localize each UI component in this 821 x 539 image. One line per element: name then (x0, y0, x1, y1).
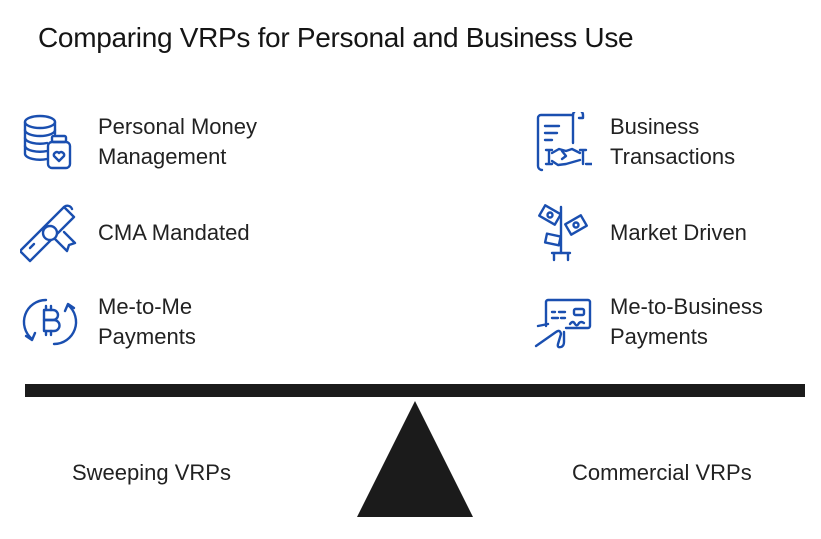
item-me-to-me-payments: Me-to-Me Payments (20, 292, 196, 352)
item-label: Me-to-Business Payments (610, 294, 763, 349)
commercial-vrps-label: Commercial VRPs (572, 460, 752, 485)
item-personal-money-management: Personal Money Management (20, 112, 257, 172)
balance-beam (25, 384, 805, 397)
item-me-to-business-payments: Me-to-Business Payments (532, 292, 763, 352)
item-cma-mandated: CMA Mandated (20, 203, 250, 263)
item-label: Market Driven (610, 220, 747, 245)
item-market-driven: Market Driven (532, 203, 747, 263)
contract-handshake-icon (532, 112, 592, 172)
item-label: Me-to-Me Payments (98, 294, 196, 349)
sweeping-vrps-label: Sweeping VRPs (72, 460, 231, 485)
diploma-scroll-icon (20, 203, 80, 263)
money-plant-icon (532, 203, 592, 263)
item-label: Business Transactions (610, 114, 736, 169)
balance-fulcrum-icon (357, 401, 473, 517)
bitcoin-cycle-icon (20, 292, 80, 352)
item-label: CMA Mandated (98, 220, 250, 245)
page-title: Comparing VRPs for Personal and Business… (38, 22, 634, 53)
item-label: Personal Money Management (98, 114, 257, 169)
item-business-transactions: Business Transactions (532, 112, 735, 172)
signing-check-icon (532, 292, 592, 352)
coins-jar-heart-icon (20, 112, 80, 172)
